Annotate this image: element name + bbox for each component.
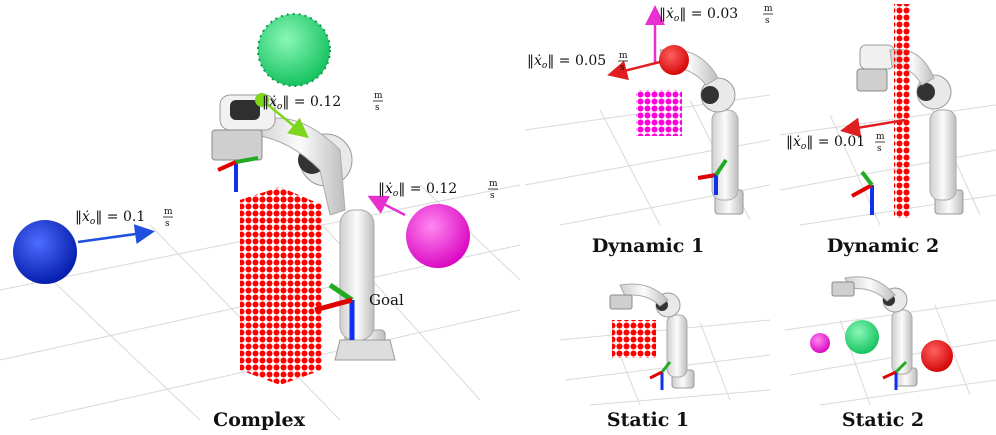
panel-title-complex: Complex bbox=[213, 409, 305, 431]
velocity-label-dyn1-up: ‖ẋo‖ = 0.03 m s bbox=[659, 4, 773, 26]
panel-title-static-1: Static 1 bbox=[607, 409, 689, 431]
panel-static-1: Static 1 bbox=[559, 283, 771, 431]
panel-complex: Goal ‖ẋo‖ = 0.12 m s ‖ẋo‖ = 0.12 m s ‖ẋo… bbox=[0, 13, 521, 431]
svg-text:s: s bbox=[620, 63, 625, 73]
svg-text:s: s bbox=[375, 103, 380, 113]
obstacle-wall-magenta bbox=[636, 90, 682, 136]
svg-text:‖ẋo‖ = 0.03: ‖ẋo‖ = 0.03 bbox=[659, 6, 738, 24]
svg-text:m: m bbox=[489, 179, 498, 189]
panel-dynamic-1: ‖ẋo‖ = 0.03 m s ‖ẋo‖ = 0.05 m s Dynamic … bbox=[524, 4, 773, 257]
velocity-arrow-blue bbox=[77, 224, 155, 244]
obstacle-box-complex bbox=[240, 187, 322, 385]
svg-text:m: m bbox=[764, 4, 773, 14]
panel-static-2: Static 2 bbox=[784, 276, 996, 431]
robot-arm-dynamic-2 bbox=[856, 44, 964, 215]
svg-text:m: m bbox=[164, 207, 173, 217]
robot-arm-static-2 bbox=[831, 276, 918, 387]
panel-dynamic-2: ‖ẋo‖ = 0.01 m s Dynamic 2 bbox=[779, 4, 996, 257]
svg-text:s: s bbox=[877, 144, 882, 154]
obstacle-sphere-green-static2 bbox=[845, 320, 879, 354]
panel-title-static-2: Static 2 bbox=[842, 409, 924, 431]
robot-arm-static-1 bbox=[609, 283, 695, 389]
svg-text:s: s bbox=[165, 219, 170, 229]
obstacle-sphere-red-dyn1 bbox=[659, 45, 689, 75]
obstacle-wall-red-static1 bbox=[612, 320, 656, 358]
velocity-label-green: ‖ẋo‖ = 0.12 m s bbox=[262, 91, 383, 113]
goal-label: Goal bbox=[369, 291, 404, 309]
svg-text:m: m bbox=[374, 91, 383, 101]
velocity-arrow-green bbox=[261, 99, 309, 139]
goal-frame-complex bbox=[314, 282, 355, 340]
robot-arm-complex bbox=[211, 94, 396, 361]
svg-text:m: m bbox=[876, 132, 885, 142]
svg-text:m: m bbox=[619, 51, 628, 61]
svg-text:‖ẋo‖ = 0.05: ‖ẋo‖ = 0.05 bbox=[527, 53, 606, 71]
svg-text:‖ẋo‖ = 0.01: ‖ẋo‖ = 0.01 bbox=[786, 134, 865, 152]
svg-text:‖ẋo‖ = 0.12: ‖ẋo‖ = 0.12 bbox=[262, 94, 341, 112]
obstacle-sphere-blue bbox=[13, 220, 77, 284]
floor-grid-static-1 bbox=[559, 319, 771, 406]
obstacle-sphere-magenta-static2 bbox=[810, 333, 830, 353]
velocity-label-dyn1-left: ‖ẋo‖ = 0.05 m s bbox=[527, 51, 628, 73]
velocity-label-magenta: ‖ẋo‖ = 0.12 m s bbox=[378, 179, 498, 201]
svg-text:‖ẋo‖ = 0.12: ‖ẋo‖ = 0.12 bbox=[378, 181, 457, 199]
velocity-arrow-left bbox=[607, 60, 661, 81]
velocity-arrow-dyn2 bbox=[840, 117, 906, 138]
svg-text:s: s bbox=[765, 16, 770, 26]
obstacle-sphere-red-static2 bbox=[921, 340, 953, 372]
obstacle-sphere-magenta bbox=[406, 204, 470, 268]
obstacle-sphere-green bbox=[258, 14, 330, 86]
velocity-label-blue: ‖ẋo‖ = 0.1 m s bbox=[75, 207, 173, 229]
velocity-label-dyn2: ‖ẋo‖ = 0.01 m s bbox=[786, 132, 885, 154]
velocity-arrow-magenta bbox=[367, 195, 406, 217]
svg-text:‖ẋo‖ = 0.1: ‖ẋo‖ = 0.1 bbox=[75, 209, 145, 227]
floor-grid-static-2 bbox=[784, 299, 996, 406]
panel-title-dynamic-1: Dynamic 1 bbox=[592, 235, 704, 257]
obstacle-pillar-red bbox=[894, 4, 910, 218]
svg-text:s: s bbox=[490, 191, 495, 201]
panel-title-dynamic-2: Dynamic 2 bbox=[827, 235, 939, 257]
